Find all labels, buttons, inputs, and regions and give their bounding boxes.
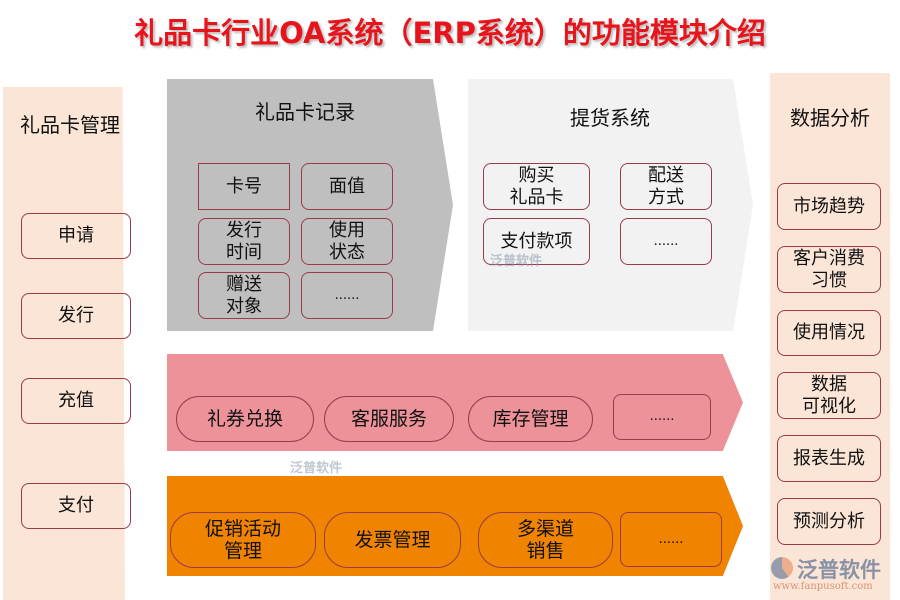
service-row: [167, 354, 743, 451]
item-payment[interactable]: 支付款项: [483, 218, 590, 265]
watermark-logo: 泛普软件: [490, 254, 543, 269]
item-delivery[interactable]: 配送 方式: [620, 163, 712, 210]
item-customer-service[interactable]: 客服服务: [324, 396, 454, 442]
item-voucher-exchange[interactable]: 礼券兑换: [176, 396, 314, 442]
fanpu-logo-icon: [771, 557, 793, 579]
item-multichannel[interactable]: 多渠道 销售: [478, 512, 613, 568]
pickup-title: 提货系统: [570, 106, 650, 130]
left-item-recharge[interactable]: 充值: [21, 378, 131, 424]
item-inventory[interactable]: 库存管理: [468, 396, 593, 442]
watermark-brand: 泛普软件: [797, 558, 881, 582]
item-card-number[interactable]: 卡号: [198, 163, 290, 210]
item-more[interactable]: ......: [620, 512, 722, 567]
gift-record-title: 礼品卡记录: [255, 100, 355, 124]
item-more[interactable]: ......: [620, 218, 712, 265]
item-gift-target[interactable]: 赠送 对象: [198, 272, 290, 319]
item-consumer-habit[interactable]: 客户消费 习惯: [777, 246, 881, 293]
item-more[interactable]: ......: [301, 272, 393, 319]
item-issue-time[interactable]: 发行 时间: [198, 218, 290, 265]
item-forecast[interactable]: 预测分析: [777, 498, 881, 545]
left-item-issue[interactable]: 发行: [21, 293, 131, 339]
item-usage[interactable]: 使用情况: [777, 310, 881, 356]
left-item-pay[interactable]: 支付: [21, 483, 131, 529]
watermark-url: www.fanpusoft.com: [773, 581, 873, 592]
left-panel: [3, 87, 125, 600]
right-panel: [770, 73, 890, 600]
left-item-apply[interactable]: 申请: [21, 213, 131, 259]
item-promotion[interactable]: 促销活动 管理: [170, 512, 316, 568]
page-title: 礼品卡行业OA系统（ERP系统）的功能模块介绍: [134, 16, 766, 50]
left-panel-title: 礼品卡管理: [20, 113, 120, 137]
item-visualization[interactable]: 数据 可视化: [777, 372, 881, 419]
item-usage-status[interactable]: 使用 状态: [301, 218, 393, 265]
right-panel-title: 数据分析: [790, 106, 870, 130]
item-face-value[interactable]: 面值: [301, 163, 393, 210]
item-invoice[interactable]: 发票管理: [324, 512, 461, 568]
gift-record-panel: [167, 79, 453, 331]
item-buy-card[interactable]: 购买 礼品卡: [483, 163, 590, 210]
item-market-trend[interactable]: 市场趋势: [777, 183, 881, 230]
watermark-logo: 泛普软件: [290, 461, 343, 476]
item-report[interactable]: 报表生成: [777, 435, 881, 482]
item-more[interactable]: ......: [613, 394, 711, 440]
